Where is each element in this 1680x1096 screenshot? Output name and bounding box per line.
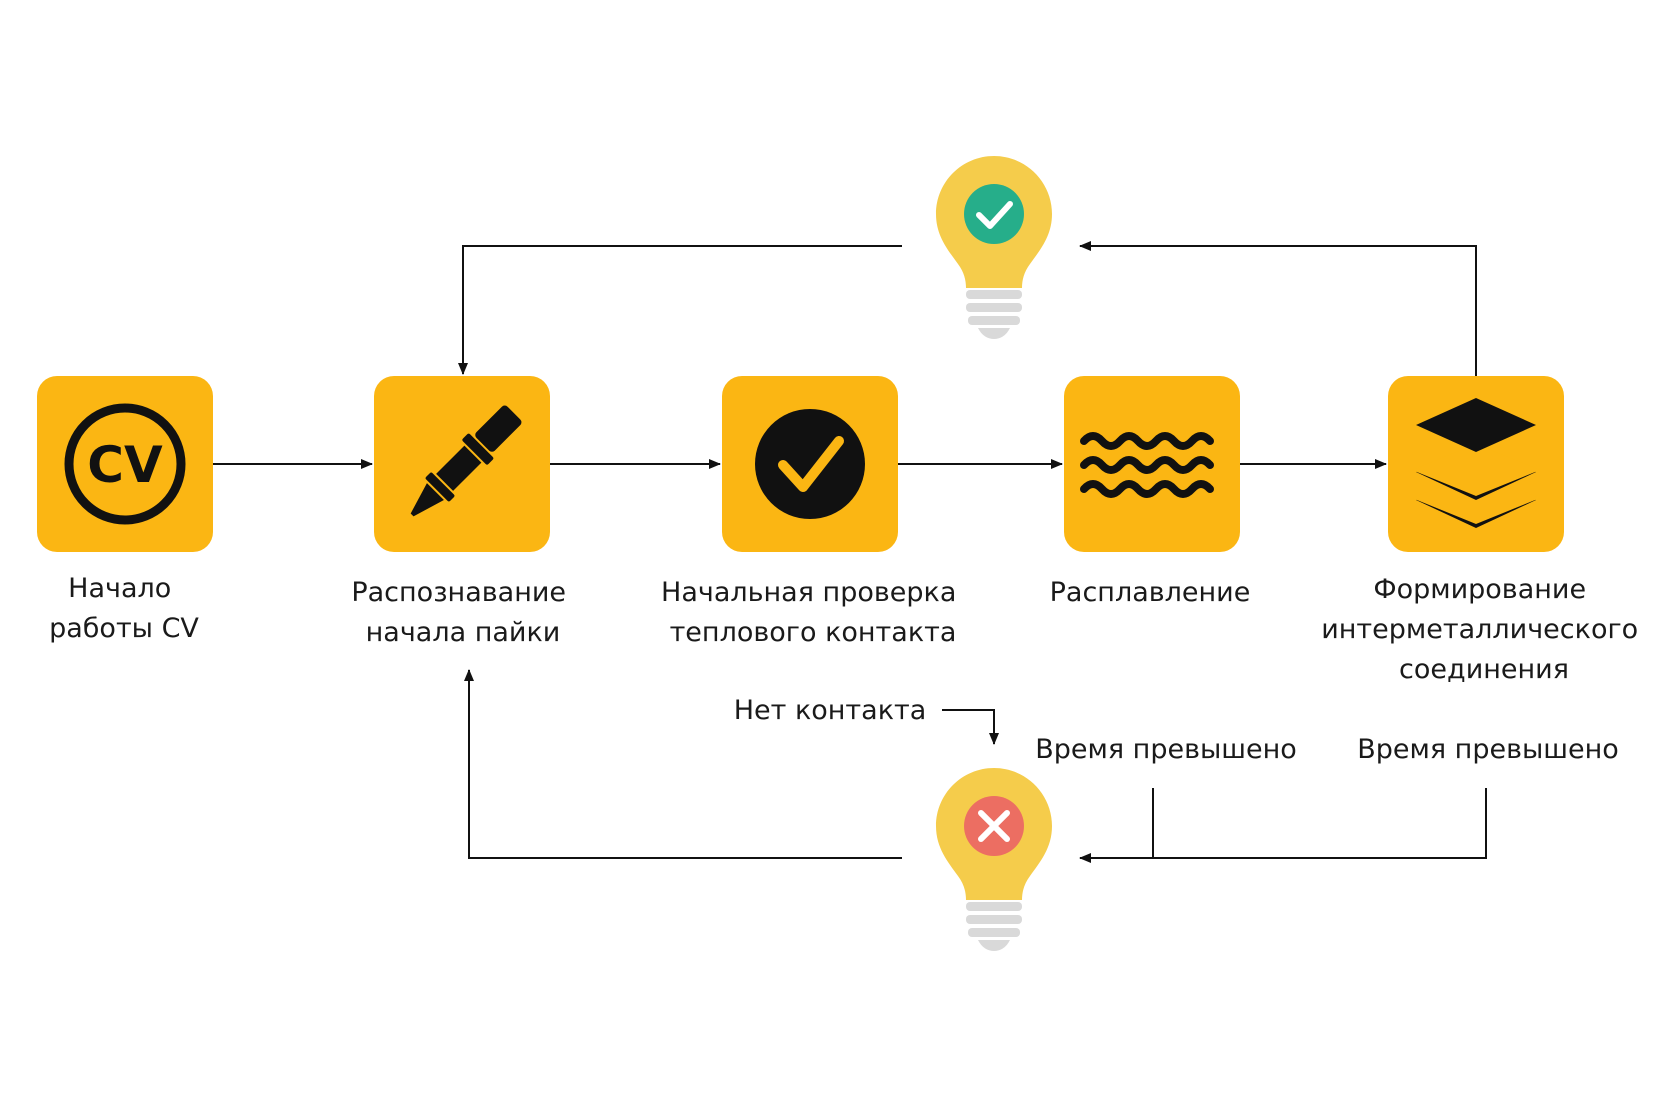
timeout-intermetallic-label: Время превышено bbox=[1357, 734, 1619, 765]
layers-icon bbox=[1412, 398, 1540, 528]
step-melting: Расплавление bbox=[1050, 376, 1251, 608]
step-label-line: Формирование bbox=[1373, 574, 1586, 605]
step-label: Формирование интерметаллического соедине… bbox=[1321, 574, 1647, 685]
connectors bbox=[213, 241, 1487, 863]
arrow-failure-to-recognition bbox=[464, 669, 902, 859]
cv-icon: CV bbox=[64, 403, 186, 525]
lightbulb-cross-icon bbox=[936, 768, 1052, 951]
soldering-iron-icon bbox=[410, 405, 522, 517]
step-label: Расплавление bbox=[1050, 577, 1251, 608]
step-soldering-recognition: Распознавание начала пайки bbox=[351, 376, 574, 648]
no-contact-label: Нет контакта bbox=[734, 695, 927, 726]
timeout-melting-label: Время превышено bbox=[1035, 734, 1297, 765]
arrow-success-to-recognition bbox=[458, 245, 902, 375]
arrow-intermetallic-to-success bbox=[1079, 241, 1477, 376]
step-label: Начало работы CV bbox=[49, 573, 199, 644]
step-intermetallic: Формирование интерметаллического соедине… bbox=[1321, 376, 1647, 685]
step-label: Распознавание начала пайки bbox=[351, 577, 574, 648]
success-indicator bbox=[936, 156, 1052, 339]
arrow-no-contact-to-failure bbox=[942, 709, 999, 745]
step-label-line: работы CV bbox=[49, 613, 199, 644]
check-circle-icon bbox=[755, 409, 865, 519]
step-thermal-check: Начальная проверка теплового контакта bbox=[661, 376, 965, 648]
step-label-line: соединения bbox=[1399, 654, 1569, 685]
step-label: Начальная проверка теплового контакта bbox=[661, 577, 965, 648]
step-label-line: начала пайки bbox=[366, 617, 561, 648]
step-label-line: Распознавание bbox=[351, 577, 566, 608]
waves-icon bbox=[1080, 432, 1214, 498]
step-cv-start: CV Начало работы CV bbox=[37, 376, 213, 644]
lightbulb-check-icon bbox=[936, 156, 1052, 339]
arrow-timeout-intermetallic-to-failure bbox=[1079, 788, 1487, 863]
failure-indicator bbox=[936, 768, 1052, 951]
step-label-line: Расплавление bbox=[1050, 577, 1251, 608]
step-label-line: интерметаллического bbox=[1321, 614, 1638, 645]
step-label-line: Начальная проверка bbox=[661, 577, 956, 608]
step-box bbox=[37, 376, 213, 552]
step-label-line: Начало bbox=[68, 573, 171, 604]
cv-icon-text: CV bbox=[87, 436, 163, 494]
step-label-line: теплового контакта bbox=[670, 617, 957, 648]
